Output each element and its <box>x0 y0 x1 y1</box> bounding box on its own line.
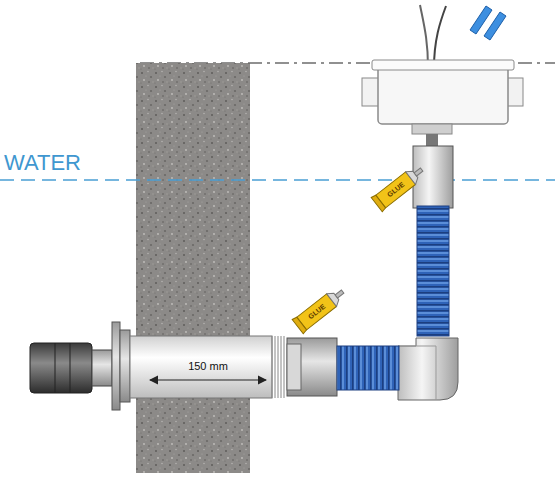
dimension-label: 150 mm <box>188 361 228 372</box>
water-level-label: WATER <box>4 152 81 174</box>
